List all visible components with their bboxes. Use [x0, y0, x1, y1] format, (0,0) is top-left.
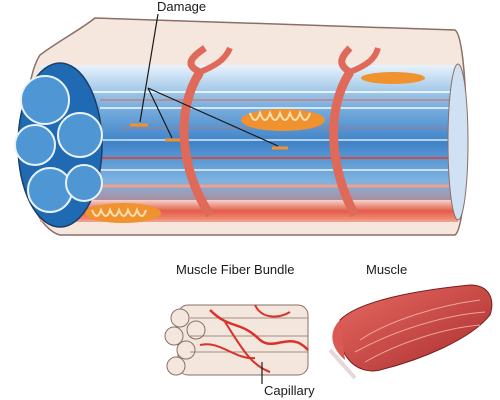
muscle-illustration: [328, 284, 493, 380]
damage-pointers: [139, 13, 279, 147]
mitochondrion: [361, 72, 425, 84]
mitochondrion: [85, 203, 161, 223]
capillary-label: Capillary: [264, 383, 315, 398]
damage-label: Damage: [157, 0, 207, 14]
mitochondrion: [241, 109, 325, 131]
fiber-cross-section: [14, 62, 103, 228]
mitochondria: [85, 72, 425, 223]
small-fiber-bundle: [164, 304, 309, 376]
muscle-label: Muscle: [366, 262, 408, 277]
damage-sites: [130, 123, 288, 150]
fiber-bundle-label: Muscle Fiber Bundle: [176, 262, 295, 277]
capillary-bands: [179, 45, 381, 218]
fiber-bundle-cylinder: [40, 63, 469, 222]
